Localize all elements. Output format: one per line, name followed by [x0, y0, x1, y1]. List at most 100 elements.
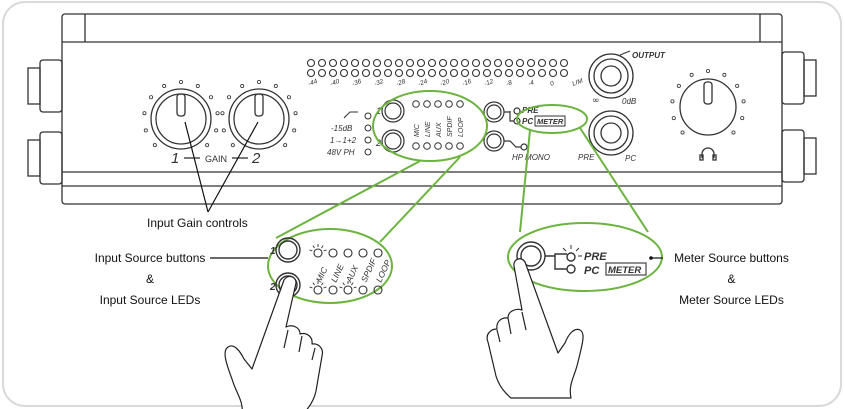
input-options: -15dB 1→1+2 48V PH [327, 111, 372, 157]
meter-led [493, 58, 503, 68]
meter-scale-label: -8 [505, 79, 513, 88]
knob-tick [256, 80, 261, 85]
zoom-source-led-ch1 [358, 248, 368, 258]
meter-led [548, 58, 558, 68]
knob-tick [162, 84, 167, 89]
meter-scale-label: -16 [461, 78, 473, 88]
knob-tick [689, 72, 694, 77]
zoom-source-led-ch1 [313, 248, 323, 258]
knob-tick [676, 83, 681, 88]
output-min-label: ∞ [592, 96, 600, 106]
knob-tick [152, 143, 157, 148]
knob-tick [293, 111, 298, 116]
zoom-pc-label: PC [584, 265, 600, 277]
knob-tick [214, 128, 219, 133]
zoom-source-led-ch2 [313, 285, 323, 295]
input-source-leds-zoom [309, 244, 383, 295]
meter-scale-label: -20 [439, 78, 451, 88]
monitor-knob[interactable] [588, 110, 634, 156]
knob-tick [221, 128, 226, 133]
meter-led [306, 58, 316, 68]
meter-led [537, 58, 547, 68]
meter-callout-line1: Meter Source buttons [674, 251, 789, 265]
led-glow [339, 286, 343, 289]
led-glow [312, 282, 315, 286]
highlight-connectors [275, 127, 649, 243]
meter-led [504, 58, 514, 68]
meter-led [416, 68, 426, 78]
meter-led [339, 68, 349, 78]
monitor-pre-label: PRE [578, 153, 595, 162]
meter-led-burst-zoom [562, 245, 582, 257]
led-glow [312, 245, 315, 249]
zoom-source-led-ch1 [328, 248, 338, 258]
meter-scale-label: -24 [417, 78, 429, 88]
meter-led [449, 68, 459, 78]
knob-tick [227, 95, 232, 100]
zoom-source-led-ch1 [343, 248, 353, 258]
monitor-pc-label: PC [625, 154, 636, 163]
led-glow [353, 286, 357, 289]
zoom-ch1-label: 1 [270, 246, 276, 257]
source-led-ch1 [423, 100, 431, 108]
meter-led [328, 68, 338, 78]
device-pc-label: PC [522, 117, 533, 126]
output-knob[interactable] [588, 53, 634, 99]
headphone-knob[interactable] [679, 78, 737, 136]
led-glow [321, 282, 324, 286]
meter-scale-label: -4 [527, 79, 535, 88]
knob-tick [142, 111, 147, 116]
headphone-icon [699, 147, 717, 161]
knob-tick [292, 128, 297, 133]
meter-led [559, 68, 569, 78]
knob-tick [220, 111, 225, 116]
knob-tick [195, 84, 200, 89]
knob-tick [149, 95, 154, 100]
output-max-label: 0dB [622, 97, 637, 106]
meter-led [427, 58, 437, 68]
meter-led [372, 58, 382, 68]
hp-mono-label: HP MONO [512, 153, 550, 162]
meter-led [361, 68, 371, 78]
device-panel [27, 13, 817, 205]
knob-tick [670, 99, 675, 104]
zoom-source-led-ch1 [373, 248, 383, 258]
meter-led [482, 68, 492, 78]
highlight-ellipses [267, 90, 663, 304]
knob-tick [671, 116, 676, 121]
knob-tick [205, 143, 210, 148]
meter-led [350, 58, 360, 68]
meter-led [394, 68, 404, 78]
meter-led [405, 68, 415, 78]
zoom-source-led-ch2 [328, 285, 338, 295]
knob-tick [283, 143, 288, 148]
meter-led [383, 58, 393, 68]
device-pre-label: PRE [522, 106, 539, 115]
gain-label: GAIN [205, 154, 227, 164]
gain-knob-2-scale [220, 80, 298, 148]
meter-led [460, 58, 470, 68]
gain-knob-2[interactable] [228, 88, 290, 150]
device-ch2-label: 2 [375, 138, 381, 148]
zoom-source-led-ch2 [343, 285, 353, 295]
source-led-ch1 [412, 100, 420, 108]
knob-tick [208, 95, 213, 100]
meter-scale-label: -36 [351, 78, 363, 88]
knob-tick [680, 130, 685, 135]
meter-led [339, 58, 349, 68]
meter-led [427, 68, 437, 78]
zoom-pre-label: PRE [584, 251, 607, 263]
meter-led [526, 68, 536, 78]
source-label: LINE [425, 121, 432, 137]
input-callout-line2: & [145, 272, 154, 286]
source-led-ch2 [456, 142, 464, 150]
gain-ch1-label: 1 [171, 150, 179, 167]
meter-callout-line3: Meter Source LEDs [679, 293, 784, 307]
led-glow [309, 249, 313, 252]
knob-tick [286, 95, 291, 100]
mic-pad-label: -15dB [331, 124, 353, 133]
led-glow [351, 282, 354, 286]
gain-knob-1[interactable] [150, 88, 212, 150]
meter-led [438, 58, 448, 68]
